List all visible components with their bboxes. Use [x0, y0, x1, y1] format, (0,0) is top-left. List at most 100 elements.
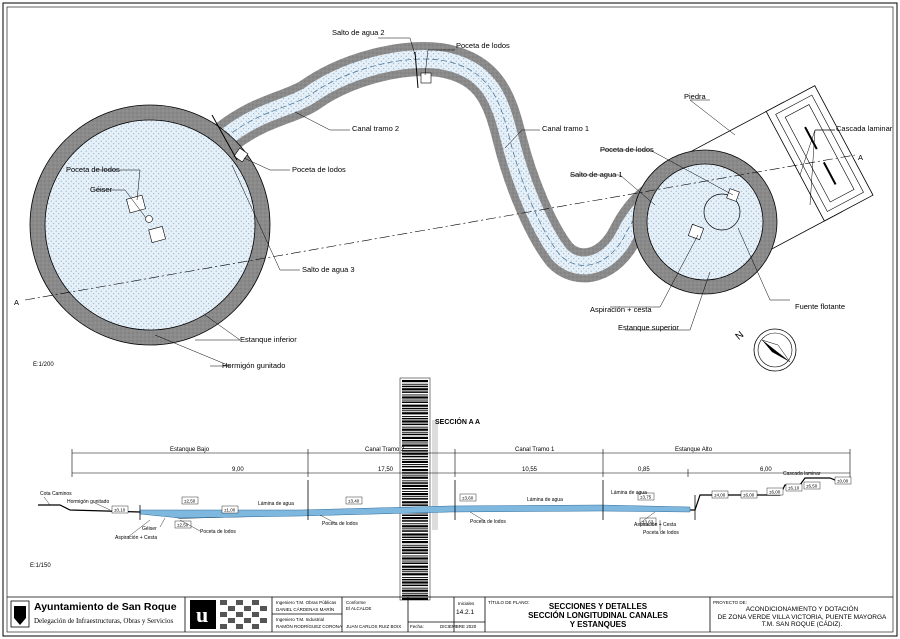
sec-label-lamina2: Lámina de agua — [527, 497, 563, 503]
barcode-bar — [402, 380, 428, 383]
conforme-label: Conforme — [346, 600, 366, 605]
level-marker-box — [639, 517, 657, 526]
barcode-bar — [402, 391, 428, 393]
level-marker-text: ±2,50 — [184, 499, 196, 504]
barcode-bar — [402, 484, 428, 487]
barcode-bar — [402, 412, 428, 415]
label-salto3: Salto de agua 3 — [302, 265, 355, 274]
barcode-bar — [402, 533, 428, 536]
sec-label-cascada: Cascada laminar — [783, 471, 821, 477]
barcode-bar — [402, 428, 428, 431]
sec-label-poceta1: Poceta de lodos — [200, 529, 236, 535]
dim-10: 10,55 — [522, 467, 538, 473]
level-marker-text: ±3,63 — [642, 520, 654, 525]
level-marker-box — [834, 476, 852, 485]
plan-title-line2: SECCIÓN LONGITUDINAL CANALES — [528, 611, 668, 620]
segment-estanque-alto: Estanque Alto — [675, 447, 713, 453]
estanque-inferior-water — [44, 119, 256, 331]
sec-label-poceta3: Poceta de lodos — [470, 519, 506, 525]
logo-grid-cell — [252, 600, 259, 605]
project-line1: ACONDICIONAMIENTO Y DOTACIÓN — [745, 606, 859, 613]
barcode-bar — [402, 407, 428, 410]
label-hormigon: Hormigón gunitado — [222, 361, 285, 370]
level-marker-box — [785, 483, 803, 492]
level-marker-text: ±3,40 — [348, 499, 360, 504]
org-name: Ayuntamiento de San Roque — [34, 601, 177, 613]
barcode-bar — [402, 416, 428, 417]
barcode-bar — [402, 530, 428, 532]
barcode-bar — [402, 383, 428, 385]
section-labels: Cota Caminos Hormigón gunitado Lámina de… — [40, 471, 821, 541]
barcode-bar — [402, 399, 428, 401]
logo-grid-cell — [260, 606, 267, 611]
section-leaders — [43, 496, 661, 538]
level-marker-box — [174, 520, 192, 529]
label-poceta-right: Poceta de lodos — [600, 145, 654, 154]
section-water — [139, 504, 691, 519]
barcode-bar — [402, 525, 428, 528]
barcode-bar — [402, 431, 428, 433]
segment-canal-tramo2: Canal Tramo 2 — [365, 447, 405, 453]
barcode-bar — [402, 410, 428, 412]
barcode-bar — [402, 493, 428, 496]
barcode-bar — [402, 448, 428, 450]
barcode-bar — [402, 396, 428, 399]
barcode-bar — [402, 436, 428, 439]
barcode-bar — [402, 541, 428, 544]
fecha: DICIEMBRE 2020 — [440, 624, 477, 629]
barcode-bar — [402, 496, 428, 498]
level-marker-box — [221, 505, 239, 514]
label-estanque-sup: Estanque superior — [618, 323, 679, 332]
leader-lines — [95, 37, 835, 367]
plan-title-line3: Y ESTANQUES — [569, 620, 627, 629]
level-marker-text: ±6,50 — [806, 484, 818, 489]
salto2-line — [414, 51, 419, 89]
sec-label-poceta2: Poceta de lodos — [322, 521, 358, 527]
barcode-bar — [402, 501, 428, 504]
eng2-name: RAMÓN RODRÍGUEZ CORONA — [276, 624, 343, 629]
sec-label-geiser: Géiser — [142, 526, 157, 532]
barcode-bar — [402, 401, 428, 403]
barcode-bar — [402, 452, 428, 455]
barcode-bar — [402, 573, 428, 576]
barcode-bar — [402, 587, 428, 589]
level-marker-box — [766, 487, 784, 496]
iniciales-label: Iniciales — [458, 601, 475, 606]
barcode-bar — [402, 444, 428, 447]
label-aspiracion: Aspiración + cesta — [590, 305, 652, 314]
barcode-bar — [402, 592, 428, 594]
barcode-bar — [402, 523, 428, 525]
section-title: SECCIÓN A A — [435, 417, 480, 426]
level-markers: ±0,10±2,50±1,00±2,50±3,40±3,60±3,75±4,00… — [111, 476, 852, 529]
sec-label-poceta4: Poceta de lodos — [643, 530, 679, 536]
logo-grid-cell — [236, 600, 243, 605]
barcode-bar — [402, 423, 428, 426]
barcode-bar — [402, 578, 428, 581]
label-salto1: Salto de agua 1 — [570, 170, 623, 179]
barcode-bar — [402, 589, 428, 592]
barcode-stamp — [399, 377, 438, 601]
label-poceta-left: Poceta de lodos — [66, 165, 120, 174]
barcode-bar — [402, 474, 428, 476]
level-marker-box — [637, 492, 655, 501]
logo-grid-cell — [236, 612, 243, 617]
plan-number: 14.2.1 — [456, 609, 475, 616]
salto3-line — [211, 114, 238, 161]
org-sub: Delegación de Infraestructuras, Obras y … — [34, 617, 174, 625]
section-line-aa — [24, 154, 856, 301]
label-canal2: Canal tramo 2 — [352, 124, 399, 133]
label-cascada: Cascada laminar — [836, 124, 893, 133]
conforme-name: JUAN CARLOS RUIZ BOIX — [346, 624, 402, 629]
sec-label-lamina3: Lámina de agua — [611, 490, 647, 496]
sec-label-lamina1: Lámina de agua — [258, 501, 294, 507]
label-axis-a-left: A — [14, 298, 19, 307]
dim-9: 9,00 — [232, 467, 244, 473]
proyecto-label: PROYECTO DE: — [713, 600, 747, 605]
canal-axis — [224, 58, 681, 266]
plan-title: SECCIONES Y DETALLES SECCIÓN LONGITUDINA… — [488, 602, 708, 629]
eng2-role: Ingeniero T.M. Industrial — [276, 617, 324, 622]
barcode-bar — [402, 560, 428, 562]
logo-grid-cell — [228, 606, 235, 611]
